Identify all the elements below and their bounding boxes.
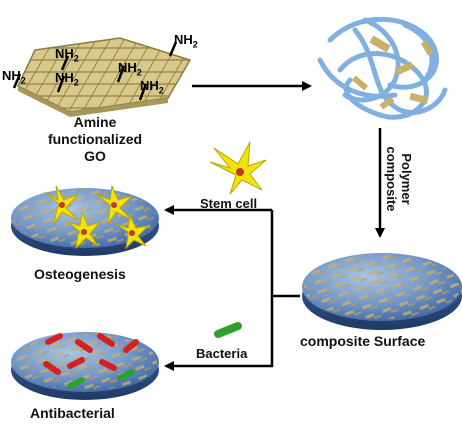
amine-group-3: NH2: [55, 70, 79, 88]
amine-bonds: [12, 41, 178, 101]
polymer-line-2: composite: [384, 146, 399, 212]
amine-group-4: NH2: [118, 60, 142, 78]
amine-go-line-1: Amine: [73, 114, 117, 130]
antibacterial-label: Antibacterial: [30, 405, 115, 421]
graphene-oxide-sheet: [17, 37, 192, 117]
amine-group-2: NH2: [55, 46, 79, 64]
polymer-line-1: Polymer: [399, 153, 414, 205]
polymer-composite: [317, 16, 448, 120]
amine-group-6: NH2: [174, 32, 198, 50]
amine-group-1: NH2: [2, 68, 26, 86]
composite-surface-label: composite Surface: [300, 333, 426, 349]
bacteria-on-disk: [43, 333, 139, 389]
amine-go-label: Amine functionalized GO: [40, 114, 150, 165]
arrow-surface-to-branches: [270, 210, 300, 298]
stem-cell-nuclei: [59, 202, 135, 236]
amine-go-line-2: functionalized: [47, 131, 143, 147]
stem-cell-label: Stem cell: [200, 196, 258, 211]
osteogenesis-label: Osteogenesis: [34, 266, 126, 282]
polymer-graphene-flakes: [351, 35, 434, 110]
stem-cell-icon: [209, 141, 267, 195]
amine-go-line-3: GO: [84, 148, 106, 164]
arrow-to-antibacterial: [164, 296, 274, 371]
polymer-composite-label: Polymer composite: [384, 134, 414, 224]
amine-group-5: NH2: [140, 78, 164, 96]
composite-surface-disk: [302, 253, 462, 330]
bacteria-label: Bacteria: [196, 346, 248, 361]
bacterium-icon: [214, 322, 242, 338]
